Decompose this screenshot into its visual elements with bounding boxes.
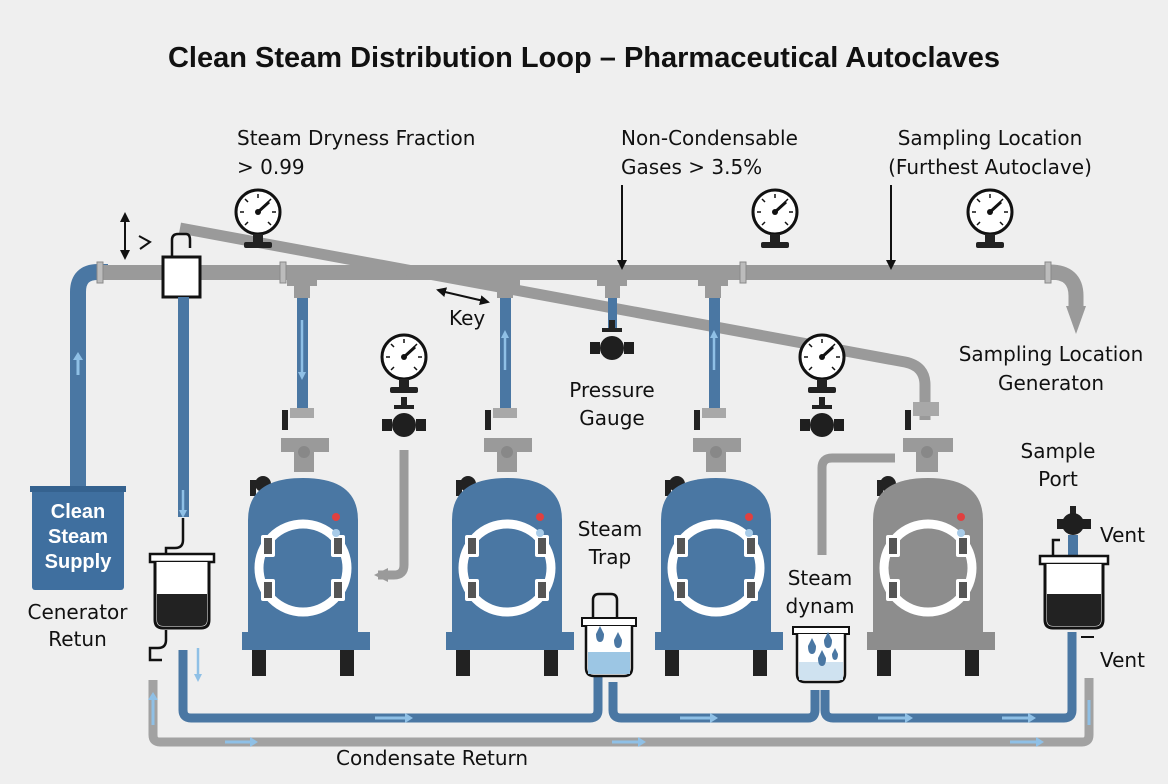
supply-riser xyxy=(70,264,108,492)
supply-line2: Steam xyxy=(47,526,109,548)
diagonal-sample-line xyxy=(179,222,931,420)
label-noncond-line1: Non-Condensable xyxy=(621,126,798,150)
gray-drain-pipe xyxy=(374,450,895,582)
label-sample-port-line1: Sample xyxy=(1020,439,1096,463)
label-dryness-line1: Steam Dryness Fraction xyxy=(237,126,476,150)
flow-arrow-icon xyxy=(148,692,1091,747)
label-dryness-line2: > 0.99 xyxy=(237,155,305,179)
label-pressure-line1: Pressure xyxy=(569,378,655,402)
annotation-arrows xyxy=(120,185,896,306)
supply-line1: Clean xyxy=(50,501,106,523)
steam-header xyxy=(96,261,1086,334)
valve-icon xyxy=(382,397,426,437)
label-sampling-gen-line2: Generaton xyxy=(997,371,1104,395)
label-steam-trap-line1: Steam xyxy=(577,517,643,541)
gray-return-loop xyxy=(148,678,1094,747)
label-sampling-gen-line1: Sampling Location xyxy=(958,342,1144,366)
pressure-gauge-icon xyxy=(798,333,846,395)
label-condensate-return: Condensate Return xyxy=(336,746,529,770)
label-steam-dynam-line2: dynam xyxy=(785,594,855,618)
label-vent-bottom: Vent xyxy=(1100,648,1145,672)
pressure-gauge-icon xyxy=(380,333,428,395)
label-sampling-top-line2: (Furthest Autoclave) xyxy=(888,155,1092,179)
branch-drops xyxy=(287,280,728,408)
label-sample-port-line2: Port xyxy=(1038,467,1078,491)
pressure-gauge-icon xyxy=(751,188,799,250)
valve-icon xyxy=(800,397,844,437)
autoclave-icon xyxy=(655,408,783,676)
label-generator-return-line1: Cenerator xyxy=(27,600,128,624)
supply-line3: Supply xyxy=(44,551,112,573)
clean-steam-supply-tank xyxy=(30,486,126,590)
label-vent-top: Vent xyxy=(1100,523,1145,547)
clean-steam-supply-label: Clean Steam Supply xyxy=(32,500,124,575)
valve-icon xyxy=(590,320,634,360)
autoclave-icon xyxy=(242,408,370,676)
autoclave-icon xyxy=(446,408,574,676)
label-steam-dynam-line1: Steam xyxy=(787,566,853,590)
label-noncond-line2: Gases > 3.5% xyxy=(621,155,763,179)
label-sampling-top-line1: Sampling Location xyxy=(897,126,1083,150)
label-key: Key xyxy=(449,306,486,330)
autoclave-icon xyxy=(867,402,995,676)
diagram-title: Clean Steam Distribution Loop – Pharmace… xyxy=(167,42,1001,74)
label-pressure-line2: Gauge xyxy=(579,406,645,430)
sample-cooler-icon xyxy=(148,518,216,682)
steam-dynam-beaker xyxy=(792,626,850,684)
steam-trap-icon xyxy=(581,592,637,678)
separator-box xyxy=(161,232,202,518)
label-generator-return-line2: Retun xyxy=(48,627,107,651)
sample-port-cooler xyxy=(1038,506,1110,638)
pressure-gauge-icon xyxy=(966,188,1014,250)
label-steam-trap-line2: Trap xyxy=(588,545,632,569)
